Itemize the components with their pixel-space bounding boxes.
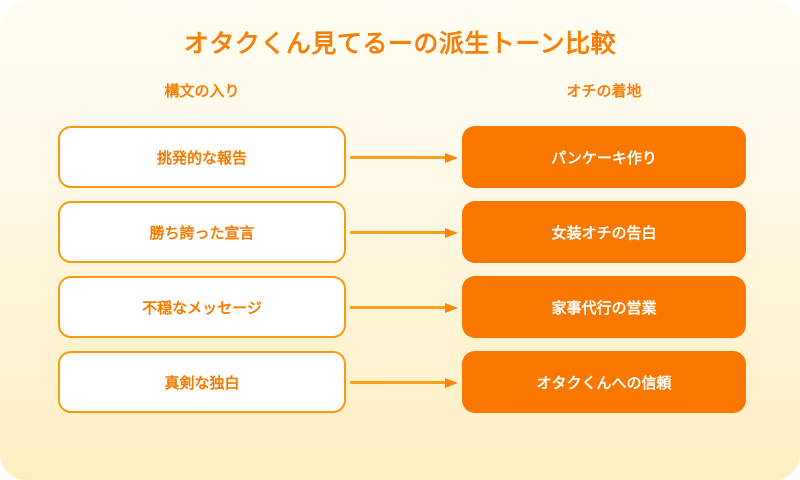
column-header-right: オチの着地 xyxy=(566,83,642,100)
arrow-head xyxy=(445,378,458,388)
arrow-head xyxy=(445,153,458,163)
left-card-1[interactable]: 挑発的な報告 xyxy=(58,126,346,188)
right-card-4[interactable]: オタクくんへの信頼 xyxy=(462,351,746,413)
mapping-rows: 挑発的な報告 パンケーキ作り 勝ち誇った宣言 女装オチの告白 不穏なメッセージ … xyxy=(0,126,800,426)
arrow-shaft xyxy=(350,381,446,384)
left-card-3[interactable]: 不穏なメッセージ xyxy=(58,276,346,338)
arrow-right-icon-4 xyxy=(350,378,458,388)
left-card-4[interactable]: 真剣な独白 xyxy=(58,351,346,413)
right-card-1[interactable]: パンケーキ作り xyxy=(462,126,746,188)
column-headers: 構文の入り オチの着地 xyxy=(0,80,800,106)
arrow-head xyxy=(445,303,458,313)
mapping-row: 勝ち誇った宣言 女装オチの告白 xyxy=(0,201,800,263)
arrow-shaft xyxy=(350,306,446,309)
page-title: オタクくん見てるーの派生トーン比較 xyxy=(183,30,617,58)
arrow-head xyxy=(445,228,458,238)
arrow-shaft xyxy=(350,156,446,159)
arrow-shaft xyxy=(350,231,446,234)
right-card-2[interactable]: 女装オチの告白 xyxy=(462,201,746,263)
left-card-2[interactable]: 勝ち誇った宣言 xyxy=(58,201,346,263)
arrow-right-icon-3 xyxy=(350,303,458,313)
right-card-3[interactable]: 家事代行の営業 xyxy=(462,276,746,338)
arrow-right-icon-1 xyxy=(350,153,458,163)
mapping-row: 真剣な独白 オタクくんへの信頼 xyxy=(0,351,800,413)
arrow-right-icon-2 xyxy=(350,228,458,238)
column-header-left: 構文の入り xyxy=(164,83,240,100)
mapping-row: 不穏なメッセージ 家事代行の営業 xyxy=(0,276,800,338)
mapping-row: 挑発的な報告 パンケーキ作り xyxy=(0,126,800,188)
